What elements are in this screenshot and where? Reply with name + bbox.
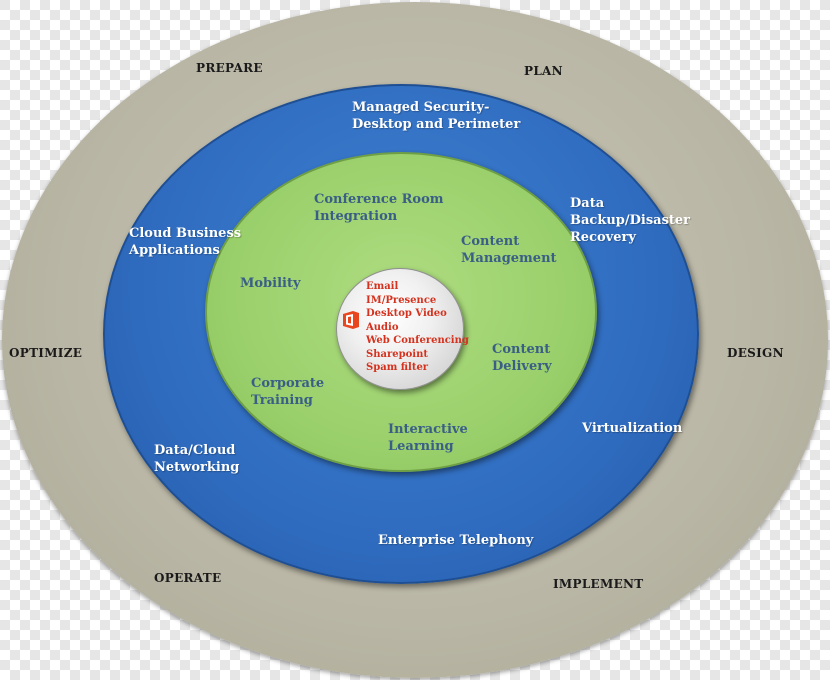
core-item: Sharepoint	[366, 348, 428, 360]
core-circle	[336, 268, 464, 390]
core-item: Web Conferencing	[366, 335, 469, 346]
core-item: IM/Presence	[366, 294, 437, 306]
core-item: Spam filter	[366, 362, 429, 373]
phase-implement: IMPLEMENT	[553, 577, 644, 591]
label-enterprise-telephony: Enterprise Telephony	[378, 533, 534, 548]
label-conference-room: Conference Room Integration	[314, 192, 444, 224]
label-corporate-training: Corporate Training	[251, 376, 325, 408]
core-item: Audio	[366, 321, 399, 333]
phase-plan: PLAN	[524, 64, 563, 78]
core-services-list: Email IM/Presence Desktop Video Audio We…	[366, 280, 469, 375]
label-interactive-learning: Interactive Learning	[388, 422, 468, 454]
phase-design: DESIGN	[727, 346, 784, 360]
label-content-delivery: Content Delivery	[492, 342, 552, 374]
phase-prepare: PREPARE	[196, 61, 263, 75]
label-mobility: Mobility	[240, 276, 301, 291]
label-data-cloud-networking: Data/Cloud Networking	[154, 443, 240, 475]
phase-optimize: OPTIMIZE	[9, 346, 83, 360]
phase-operate: OPERATE	[154, 571, 222, 585]
label-data-backup: Data Backup/Disaster Recovery	[570, 196, 691, 245]
label-managed-security: Managed Security- Desktop and Perimeter	[352, 100, 521, 132]
office-icon	[343, 311, 359, 329]
label-cloud-business-apps: Cloud Business Applications	[129, 226, 242, 258]
label-virtualization: Virtualization	[582, 421, 683, 436]
label-content-management: Content Management	[461, 234, 557, 266]
core-item: Desktop Video	[366, 308, 447, 319]
core-item: Email	[366, 281, 399, 292]
